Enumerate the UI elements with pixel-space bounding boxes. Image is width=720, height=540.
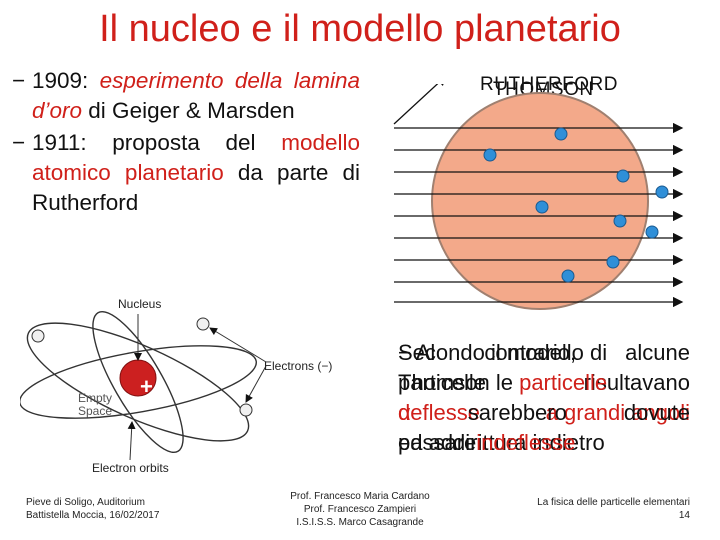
empty-space-label: Empty Space — [78, 391, 113, 418]
electrons-pointer — [209, 327, 267, 363]
word-particles: particelle — [519, 370, 608, 395]
electron — [613, 214, 627, 228]
electron-orbits-label: Electron orbits — [92, 461, 169, 475]
venue-date-line: Battistella Moccia, 16/02/2017 — [26, 510, 160, 521]
footer-authors: Prof. Francesco Maria Cardano Prof. Fran… — [270, 490, 450, 529]
author-line: Prof. Francesco Maria Cardano — [290, 491, 430, 502]
word: risultavano — [583, 370, 690, 395]
electron — [483, 148, 497, 162]
word-large-angles: a grandi angoli — [545, 400, 690, 425]
footer-venue: Pieve di Soligo, Auditorium Battistella … — [26, 496, 159, 522]
electron — [655, 185, 669, 199]
bullet-prefix: 1911: proposta del — [32, 130, 282, 155]
bullet-rest: di Geiger & Marsden — [82, 98, 295, 123]
alpha-symbol: α — [398, 400, 411, 425]
orbits-pointer — [127, 421, 136, 461]
word: ed addirittura indietro — [398, 430, 605, 455]
course-title: La fisica delle particelle elementari — [537, 497, 690, 508]
bullet-rest: da parte di Rutherford — [32, 160, 360, 215]
bullet-dash: − — [12, 68, 26, 93]
gold-foil-experiment: esperimento della lamina d’oro — [32, 68, 360, 123]
thomson-prediction-text: Secondo il modello di Thomson le partice… — [398, 338, 690, 458]
author-line: Prof. Francesco Zampieri — [303, 504, 417, 515]
electron-orbits — [20, 310, 257, 454]
bullet-dash: − — [12, 130, 26, 155]
arrow-deflected — [393, 84, 447, 125]
word: Thomson le — [398, 370, 513, 395]
embedded-electrons — [483, 127, 669, 283]
word: contrario, — [484, 340, 577, 365]
bullet-list: − 1909: esperimento della lamina d’oro d… — [12, 66, 360, 220]
electron — [239, 403, 253, 417]
electron — [606, 255, 620, 269]
bullet-1911: − 1911: proposta del modello atomico pla… — [12, 128, 360, 218]
orbit — [20, 345, 257, 419]
bullet-1909: − 1909: esperimento della lamina d’oro d… — [12, 66, 360, 126]
planetary-model: modello atomico planetario — [32, 130, 360, 185]
nucleus-label: Nucleus — [118, 297, 162, 311]
electron — [554, 127, 568, 141]
electron — [616, 169, 630, 183]
electron — [645, 225, 659, 239]
word: alcune — [625, 340, 690, 365]
electrons-label: Electrons (−) — [264, 359, 333, 373]
word-deflected: deflesse — [398, 400, 480, 425]
alpha-particle-arrows — [393, 84, 684, 308]
orbit — [92, 310, 184, 454]
electrons-pointer — [245, 365, 267, 403]
footer-course: La fisica delle particelle elementari 14 — [490, 496, 690, 522]
electron — [196, 317, 210, 331]
slide-title: Il nucleo e il modello planetario — [99, 8, 621, 50]
venue-line: Pieve di Soligo, Auditorium — [26, 497, 145, 508]
word-undeflected: indeflesse — [476, 430, 576, 455]
electron — [535, 200, 549, 214]
word: dovute — [623, 400, 690, 425]
school-line: I.S.I.S.S. Marco Casagrande — [296, 517, 424, 528]
thomson-sphere-diagram — [393, 84, 684, 310]
word: sarebbero — [467, 400, 567, 425]
plus-sign: + — [140, 374, 153, 399]
rutherford-label: RUTHERFORD — [480, 74, 618, 95]
electron — [31, 329, 45, 343]
planetary-atom-diagram — [20, 310, 267, 461]
word: particelle — [398, 370, 487, 395]
word: passare — [398, 430, 477, 455]
electron — [561, 269, 575, 283]
word: Secondo il modello di — [398, 340, 608, 365]
page-number: 14 — [678, 510, 690, 521]
bullet-year: 1909: — [32, 68, 100, 93]
word: − Al — [398, 340, 436, 365]
